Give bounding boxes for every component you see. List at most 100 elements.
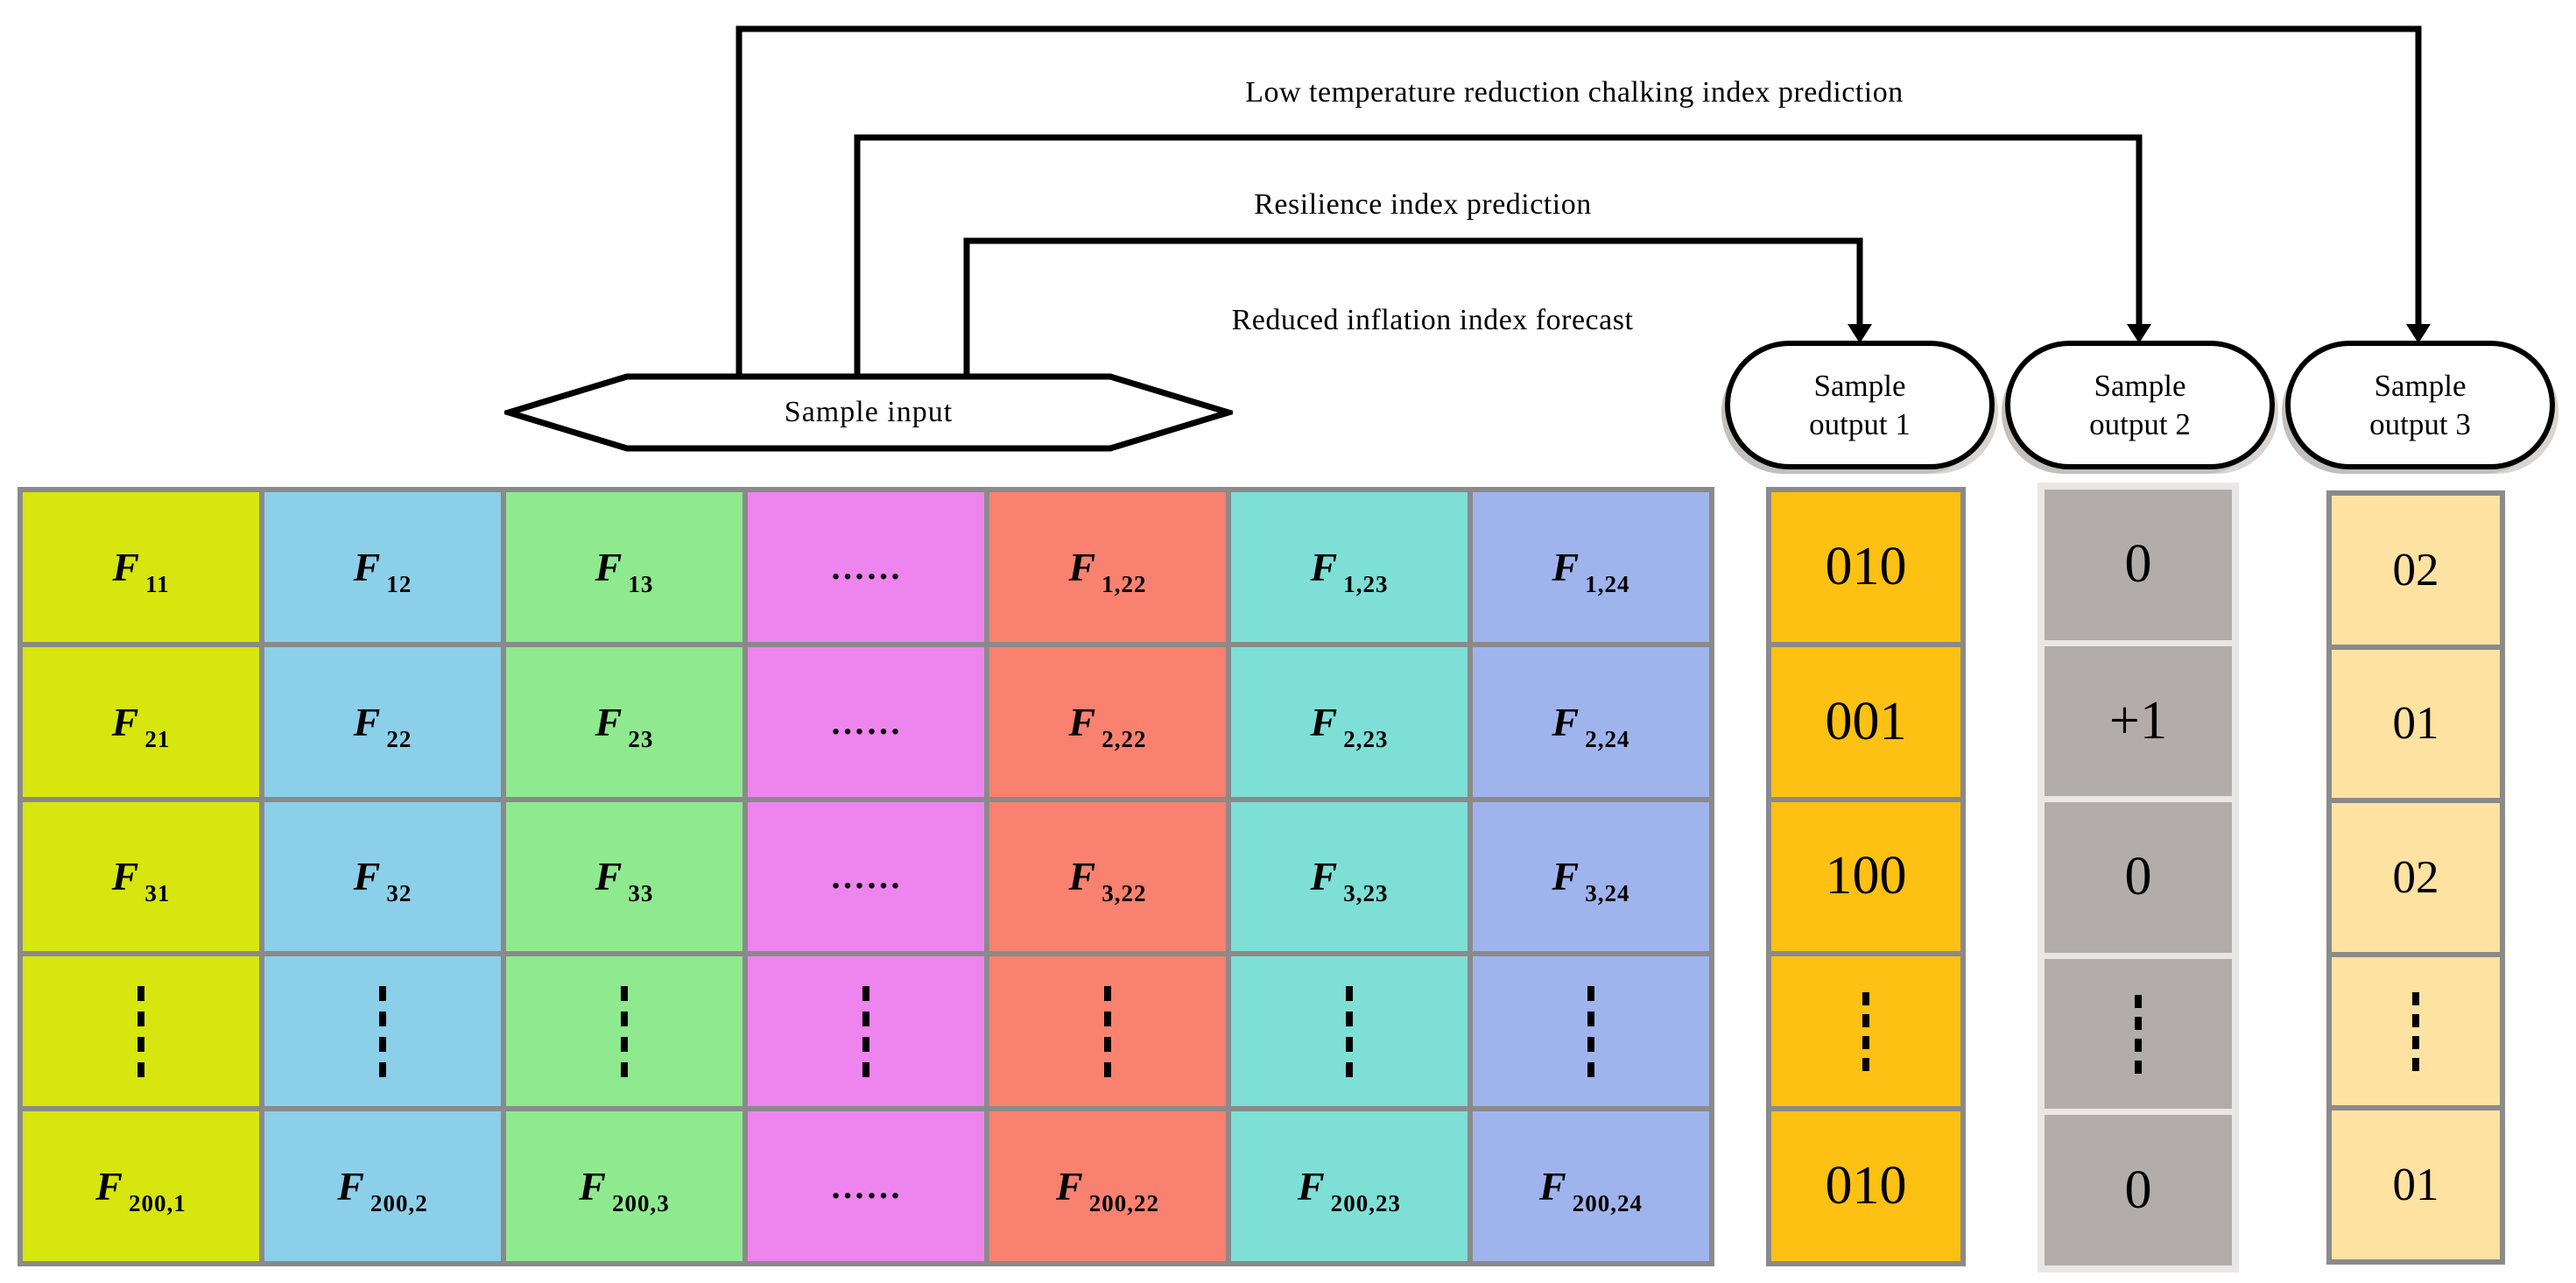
output-3-cell: 01 [2332,1110,2500,1259]
feature-symbol: F [595,699,623,744]
vertical-ellipsis [137,985,144,1077]
matrix-cell: …… [748,1111,984,1261]
matrix-cell [748,956,984,1107]
sample-input-label: Sample input [784,396,954,428]
sample-output-2-label: Sample output 2 [2089,368,2191,441]
output-3-cell: 02 [2332,803,2500,952]
feature-symbol: F [1310,854,1338,899]
output-value: 0 [2124,1160,2152,1220]
feature-symbol: F [1310,699,1338,744]
feature-subscript: 200,2 [370,1190,428,1217]
matrix-cell [264,956,501,1107]
output-column-3: 02 01 02 01 [2326,490,2505,1265]
sample-output-1-label: Sample output 1 [1809,368,1911,441]
output-1-cell: 001 [1771,646,1960,797]
output-2-cell: 0 [2045,802,2232,953]
feature-symbol: F [1539,1164,1566,1209]
flow-label-inflation-index: Reduced inflation index forecast [1231,304,1634,336]
output-3-cell: 01 [2332,649,2500,799]
feature-symbol: F [111,854,139,899]
matrix-cell: …… [748,646,984,797]
feature-subscript: 2,23 [1343,725,1389,752]
matrix-cell [506,956,743,1107]
output-value: +1 [2109,690,2167,751]
output-value: 001 [1825,691,1907,751]
output-value: 01 [2392,698,2439,750]
matrix-cell [989,956,1226,1107]
feature-symbol: F [1552,699,1580,744]
sample-output-3-shape: Sample output 3 [2285,341,2555,469]
output-3-cell [2332,956,2500,1106]
feature-symbol: F [353,854,381,899]
output-value: 02 [2392,544,2439,596]
feature-subscript: 200,24 [1572,1190,1643,1217]
feature-symbol: F [95,1164,123,1209]
feature-symbol: F [1552,544,1580,589]
arrowhead-output1 [1848,324,1872,343]
output-value: 010 [1825,536,1907,596]
output-value: 010 [1825,1156,1907,1216]
output-2-cell: +1 [2045,645,2232,797]
feature-symbol: F [337,1164,364,1209]
vertical-ellipsis [379,985,386,1077]
sample-output-2-shape: Sample output 2 [2005,341,2275,469]
feature-symbol: F [353,699,381,744]
feature-subscript: 200,3 [611,1190,670,1217]
vertical-ellipsis [621,985,628,1077]
sample-input-shape: Sample input [504,372,1233,453]
connector-to-output2 [854,134,2143,401]
matrix-cell: …… [748,801,984,952]
feature-subscript: 22 [386,725,412,752]
feature-subscript: 1,24 [1585,570,1630,597]
feature-symbol: F [1068,699,1096,744]
feature-symbol: F [1310,544,1338,589]
feature-subscript: 33 [628,880,654,907]
feature-symbol: F [595,854,623,899]
vertical-ellipsis [2412,991,2419,1071]
feature-subscript: 12 [386,570,412,597]
flow-label-chalking-index: Low temperature reduction chalking index… [1245,76,1904,109]
connector-to-output3 [735,25,2422,401]
output-2-cell: 0 [2045,490,2232,640]
feature-subscript: 1,23 [1343,570,1389,597]
feature-subscript: 11 [145,570,170,597]
vertical-ellipsis [2135,994,2142,1074]
output-3-cell: 02 [2332,496,2500,645]
hexagon-outline-icon [504,373,1233,452]
feature-subscript: 23 [628,725,654,752]
feature-subscript: 31 [144,880,171,907]
feature-subscript: 32 [386,880,412,907]
vertical-ellipsis [1346,985,1353,1077]
output-value: 0 [2124,847,2152,907]
